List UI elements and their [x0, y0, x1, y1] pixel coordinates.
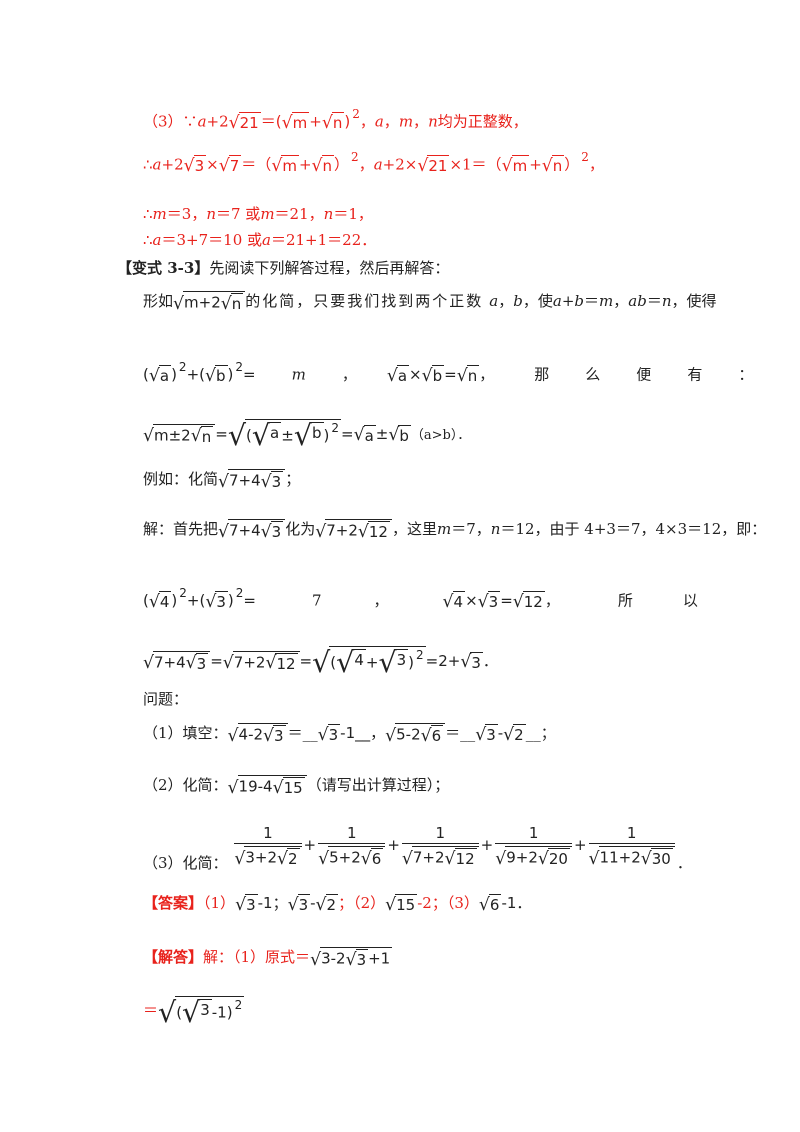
radical: √(√a±√b)2 [227, 418, 342, 452]
radical: √7+4√3 [218, 519, 286, 541]
fraction: 1√5+2√6 [318, 824, 386, 868]
radical: √3 [460, 651, 483, 673]
line-2: ∴a+2√3×√7＝（√m+√n）2，a+2×√21×1＝（√m+√n）2， [143, 150, 604, 177]
radical: √a [148, 364, 172, 386]
radical: √7+2√12 [315, 519, 392, 541]
radical: √n [541, 155, 565, 177]
questions-label: 问题： [143, 690, 189, 708]
line-9: 例如：化简√7+4√3； [143, 469, 301, 492]
radical: √(√3-1)2 [158, 995, 245, 1029]
solution: 【解答】解：（1）原式＝√3-2√3+1 [143, 947, 393, 970]
radical: √m [271, 155, 299, 177]
solution-step: ＝√(√3-1)2 [143, 995, 245, 1029]
fraction: 1√3+2√2 [234, 824, 302, 868]
radical: √2 [315, 894, 339, 915]
line-11: (√4)2+(√3)2=7，√4×√3=√12，所以 [143, 586, 698, 612]
radical: √a [353, 424, 376, 446]
line-1: （3）∵a+2√21＝(√m+√n)2，a，m，n均为正整数， [143, 107, 528, 134]
radical: √12 [512, 590, 545, 612]
question-2: （2）化简：√19-4√15（请写出计算过程）； [143, 775, 450, 798]
variant-heading: 【变式 3-3】先阅读下列解答过程，然后再解答： [117, 259, 450, 277]
radical: √3 [475, 724, 498, 745]
radical: √(√4+√3)2 [312, 645, 426, 679]
radical: √7 [218, 155, 242, 177]
fraction: 1√7+2√12 [401, 824, 479, 868]
line-12: √7+4√3=√7+2√12=√(√4+√3)2=2+√3． [143, 645, 498, 679]
question-1: （1）填空：√4-2√3＝__√3-1__，√5-2√6＝__√3-√2__； [143, 723, 556, 746]
radical: √15 [385, 894, 418, 915]
radical: √6 [478, 894, 502, 915]
radical: √21 [228, 112, 261, 134]
radical: √m [501, 155, 530, 177]
line-8: √m±2√n=√(√a±√b)2=√a±√b（a>b）． [143, 418, 471, 452]
radical: √4 [148, 590, 172, 612]
radical: √n [321, 112, 345, 134]
radical: √b [204, 364, 228, 386]
radical: √4 [442, 590, 466, 612]
radical: √7+2√12 [223, 650, 300, 673]
radical: √m [281, 112, 310, 134]
radical: √3-2√3+1 [310, 947, 393, 969]
question-3: （3）化简： 1√3+2√2+1√5+2√6+1√7+2√12+1√9+2√20… [143, 824, 692, 872]
radical: √n [456, 364, 480, 386]
radical: √3 [317, 724, 341, 745]
fraction: 1√9+2√20 [495, 824, 572, 868]
radical: √2 [503, 724, 526, 745]
radical: √m±2√n [143, 423, 216, 446]
radical: √3 [235, 894, 258, 915]
line-7: (√a)2+(√b)2=m，√a×√b=√n，那么便有： [143, 360, 754, 386]
radical: √m+2√n [173, 291, 246, 313]
radical: √a [386, 364, 410, 386]
fraction: 1√11+2√30 [588, 824, 675, 868]
radical: √7+4√3 [218, 469, 286, 491]
line-3: ∴m＝3，n＝7 或m＝21，n＝1， [143, 205, 373, 223]
radical: √7+4√3 [143, 650, 211, 673]
radical: √3 [477, 590, 501, 612]
radical: √b [388, 424, 411, 446]
radical: √b [421, 364, 445, 386]
radical: √3 [205, 590, 228, 612]
radical: √21 [417, 155, 450, 177]
radical: √4-2√3 [228, 723, 288, 745]
radical: √3 [287, 894, 311, 915]
radical: √19-4√15 [228, 775, 307, 797]
radical: √5-2√6 [385, 723, 446, 745]
radical: √3 [183, 155, 207, 177]
answer: 【答案】（1）√3-1；√3-√2；（2）√15-2；（3）√6-1． [143, 894, 532, 915]
line-4: ∴a＝3+7＝10 或a＝21+1＝22． [143, 231, 377, 249]
radical: √n [311, 155, 335, 177]
